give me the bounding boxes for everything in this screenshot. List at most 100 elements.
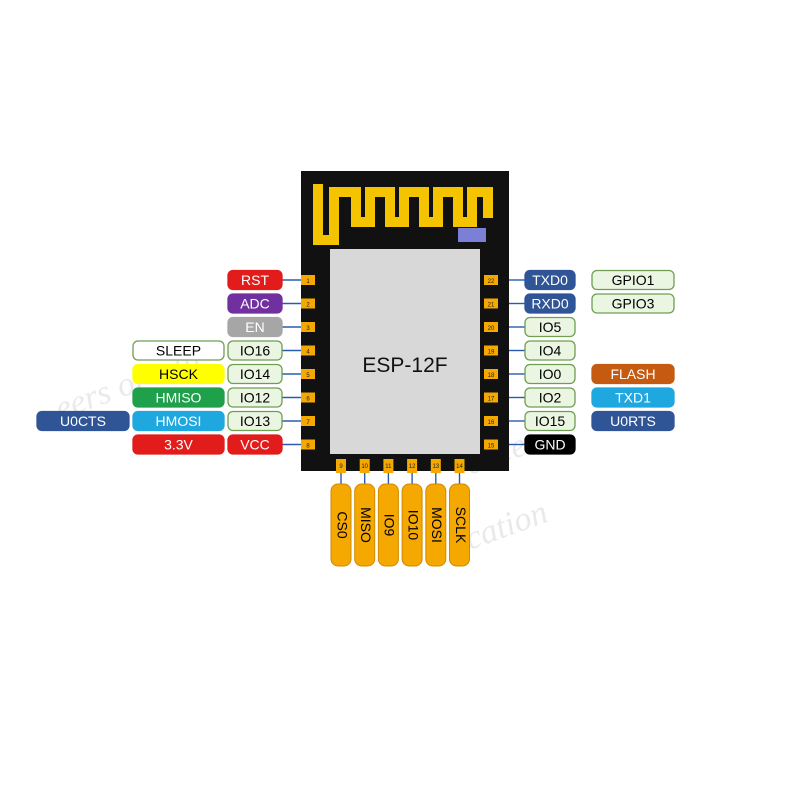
pin-label-box-miso xyxy=(354,483,376,567)
pin-label-box-sleep xyxy=(132,340,225,361)
pin-label-rst: RST xyxy=(241,272,269,288)
pin-number-14: 14 xyxy=(456,464,463,470)
pin-label-io13: IO13 xyxy=(240,413,271,429)
pin-label-io12: IO12 xyxy=(240,390,271,406)
pin-label-3-3v: 3.3V xyxy=(164,437,193,453)
pin-pad-4 xyxy=(301,345,315,356)
pin-label-box-gpio1 xyxy=(591,269,675,291)
pin-label-en: EN xyxy=(245,319,264,335)
pin-label-box-en xyxy=(227,316,283,338)
pin-pad-21 xyxy=(484,298,498,309)
pin-label-adc: ADC xyxy=(240,296,270,312)
pin-label-box-io2 xyxy=(524,387,576,408)
pin-label-box-sclk xyxy=(449,483,470,567)
pin-label-io5: IO5 xyxy=(539,319,562,335)
pin-label-hmiso: HMISO xyxy=(156,390,202,406)
pin-number-13: 13 xyxy=(432,464,439,470)
pin-pad-11 xyxy=(383,459,394,473)
pin-label-box-vcc xyxy=(227,434,283,455)
pin-pad-3 xyxy=(301,322,315,332)
pin-label-miso: MISO xyxy=(358,507,374,543)
pin-number-11: 11 xyxy=(385,464,392,470)
pin-pad-6 xyxy=(301,392,315,403)
pin-label-io4: IO4 xyxy=(539,343,562,359)
pin-number-9: 9 xyxy=(339,464,343,470)
pin-label-box-io12 xyxy=(227,387,283,408)
pin-pad-8 xyxy=(301,439,315,450)
pin-pad-7 xyxy=(301,416,315,426)
pin-label-box-mosi xyxy=(425,483,447,567)
pin-label-gpio1: GPIO1 xyxy=(612,272,655,288)
pin-pad-20 xyxy=(484,322,498,332)
pin-label-box-txd1 xyxy=(591,387,675,408)
pin-label-box-adc xyxy=(227,293,283,314)
pin-number-16: 16 xyxy=(488,420,495,426)
pin-label-box-io15 xyxy=(524,410,576,432)
pin-label-hsck: HSCK xyxy=(159,366,199,382)
status-led xyxy=(458,228,486,242)
antenna-feed xyxy=(313,184,323,240)
pin-pad-15 xyxy=(484,439,498,450)
pin-label-box-io14 xyxy=(227,363,283,385)
pin-label-u0cts: U0CTS xyxy=(60,413,106,429)
pin-pad-22 xyxy=(484,275,498,285)
pin-label-box-gnd xyxy=(524,434,576,455)
pin-label-io10: IO10 xyxy=(405,510,421,541)
pin-label-box-io0 xyxy=(524,363,576,385)
pin-pad-12 xyxy=(407,459,418,473)
pin-label-sclk: SCLK xyxy=(453,507,469,544)
pin-number-10: 10 xyxy=(361,464,368,470)
pin-number-20: 20 xyxy=(488,326,495,332)
pin-label-io9: IO9 xyxy=(382,514,398,537)
pin-label-txd1: TXD1 xyxy=(615,390,651,406)
pin-number-21: 21 xyxy=(488,303,495,309)
pin-label-box-io4 xyxy=(524,340,576,361)
pin-label-box-hmiso xyxy=(132,387,225,408)
pin-pad-14 xyxy=(454,459,465,473)
pin-number-2: 2 xyxy=(306,303,310,309)
pin-label-flash: FLASH xyxy=(610,366,655,382)
pin-pad-10 xyxy=(359,459,370,473)
pin-pad-1 xyxy=(301,275,315,285)
pin-label-hmosi: HMOSI xyxy=(156,413,202,429)
pin-pad-2 xyxy=(301,298,315,309)
pin-pad-9 xyxy=(336,459,346,473)
pin-label-box-cs0 xyxy=(330,483,352,567)
pin-number-17: 17 xyxy=(488,397,495,403)
pin-label-box-u0rts xyxy=(591,410,675,432)
pin-label-box-3-3v xyxy=(132,434,225,455)
pin-pad-5 xyxy=(301,369,315,379)
pin-label-vcc: VCC xyxy=(240,437,270,453)
pin-label-io0: IO0 xyxy=(539,366,562,382)
pin-label-gpio3: GPIO3 xyxy=(612,296,655,312)
pin-number-12: 12 xyxy=(409,464,416,470)
pin-label-io2: IO2 xyxy=(539,390,562,406)
pin-label-box-io5 xyxy=(524,316,576,338)
pin-label-box-hsck xyxy=(132,363,225,385)
pin-label-box-rxd0 xyxy=(524,293,576,314)
module-name: ESP-12F xyxy=(362,354,447,377)
pin-label-box-io16 xyxy=(227,340,283,361)
pin-pad-13 xyxy=(430,459,441,473)
pin-label-cs0: CS0 xyxy=(334,511,350,538)
pin-label-box-txd0 xyxy=(524,269,576,291)
pin-label-box-rst xyxy=(227,269,283,291)
pin-number-19: 19 xyxy=(488,350,495,356)
pin-label-box-flash xyxy=(591,363,675,385)
pin-label-txd0: TXD0 xyxy=(532,272,568,288)
antenna-trace xyxy=(313,187,493,245)
pin-number-6: 6 xyxy=(306,397,310,403)
watermark-text-3: cation xyxy=(460,494,553,558)
pin-number-22: 22 xyxy=(488,279,495,285)
pin-number-18: 18 xyxy=(488,373,495,379)
pin-label-box-u0cts xyxy=(36,410,130,432)
pin-label-box-hmosi xyxy=(132,410,225,432)
pin-label-box-io10 xyxy=(401,483,423,567)
pin-label-io14: IO14 xyxy=(240,366,271,382)
pin-pad-16 xyxy=(484,416,498,426)
pin-number-5: 5 xyxy=(306,373,310,379)
pin-pad-19 xyxy=(484,345,498,356)
